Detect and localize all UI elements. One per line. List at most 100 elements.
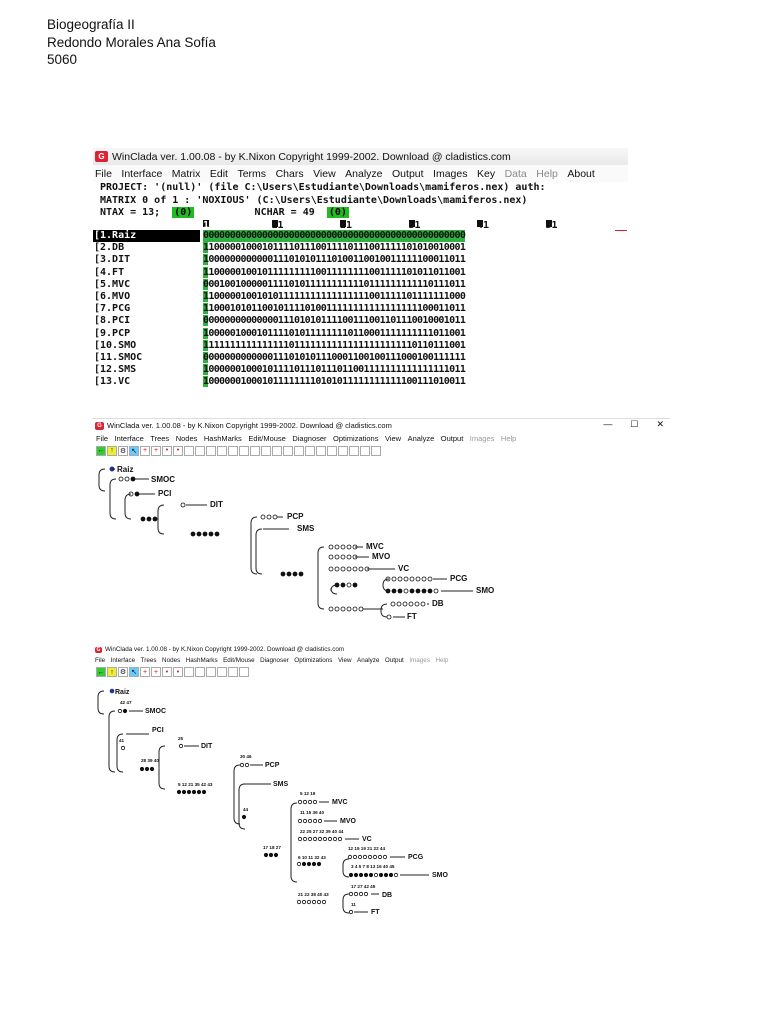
- taxon-name[interactable]: [3.DIT: [94, 254, 131, 266]
- menu-output[interactable]: Output: [392, 167, 424, 180]
- menu-optimizations[interactable]: Optimizations: [333, 433, 379, 443]
- taxon-name[interactable]: [13.VC: [94, 376, 131, 388]
- toolbar-button[interactable]: [228, 445, 238, 456]
- menu-analyze[interactable]: Analyze: [407, 433, 435, 443]
- taxon-name[interactable]: [10.SMO: [94, 339, 137, 351]
- menu-key[interactable]: Key: [476, 167, 496, 180]
- taxon-name[interactable]: [7.PCG: [94, 303, 131, 315]
- toolbar-button[interactable]: [184, 667, 194, 677]
- menu-edit[interactable]: Edit: [209, 167, 228, 180]
- toolbar-button[interactable]: +: [140, 667, 150, 677]
- menu-file[interactable]: File: [95, 657, 106, 664]
- toolbar-button[interactable]: [338, 445, 348, 456]
- menu-output[interactable]: Output: [440, 433, 464, 443]
- toolbar-button[interactable]: +: [151, 667, 161, 677]
- close-button[interactable]: ✕: [656, 419, 664, 429]
- character-states[interactable]: 1100000100101011111111111111111001111101…: [203, 290, 466, 303]
- menu-file[interactable]: File: [95, 167, 112, 180]
- menu-hashmarks[interactable]: HashMarks: [203, 433, 242, 443]
- taxon-name[interactable]: [9.PCP: [94, 327, 131, 339]
- menu-nodes[interactable]: Nodes: [175, 433, 198, 443]
- toolbar-button[interactable]: •: [173, 667, 183, 677]
- toolbar-button[interactable]: [217, 445, 227, 456]
- taxon-name[interactable]: [6.MVO: [94, 290, 131, 302]
- matrix-row[interactable]: [4.FT 11000001001011111111100111111110011…: [93, 266, 628, 279]
- toolbar-button[interactable]: •: [162, 667, 172, 677]
- toolbar-button[interactable]: [239, 445, 249, 456]
- menu-optimizations[interactable]: Optimizations: [294, 657, 333, 664]
- toolbar-button[interactable]: ↑: [107, 667, 117, 677]
- menu-help[interactable]: Help: [435, 657, 449, 664]
- menu-view[interactable]: View: [337, 657, 352, 664]
- menu-view[interactable]: View: [384, 433, 402, 443]
- menu-trees[interactable]: Trees: [150, 433, 170, 443]
- menu-editmouse[interactable]: Edit/Mouse: [223, 657, 255, 664]
- taxon-name[interactable]: [11.SMOC: [94, 351, 143, 363]
- menu-matrix[interactable]: Matrix: [171, 167, 201, 180]
- toolbar-button[interactable]: [349, 445, 359, 456]
- taxon-name[interactable]: [8.PCI: [94, 315, 131, 327]
- menu-images[interactable]: Images: [469, 433, 495, 443]
- matrix-row[interactable]: [10.SMO 111111111111111101111111111111111…: [93, 339, 628, 352]
- toolbar-button[interactable]: [228, 667, 238, 677]
- toolbar-button[interactable]: ←: [96, 667, 106, 677]
- menu-hashmarks[interactable]: HashMarks: [185, 657, 218, 664]
- taxon-name[interactable]: [1.Raiz: [93, 230, 200, 243]
- menu-help[interactable]: Help: [500, 433, 517, 443]
- matrix-row[interactable]: [7.PCG 1100010101100101111010011111111111…: [93, 303, 628, 315]
- toolbar-button[interactable]: ↑: [107, 445, 117, 456]
- character-states[interactable]: 1100000100010111101110011110111001111101…: [203, 242, 466, 254]
- toolbar-button[interactable]: ↖: [129, 445, 139, 456]
- character-states[interactable]: 1100010101100101111010011111111111111111…: [203, 303, 466, 315]
- matrix-row[interactable]: [13.VC 1000000100010111111110101011111111…: [93, 376, 628, 388]
- toolbar-button[interactable]: [261, 445, 271, 456]
- toolbar-button[interactable]: [217, 667, 227, 677]
- toolbar-button[interactable]: [305, 445, 315, 456]
- toolbar-button[interactable]: [239, 667, 249, 677]
- character-states[interactable]: 1000001000101111010111111110110001111111…: [203, 327, 466, 340]
- menu-interface[interactable]: Interface: [110, 657, 136, 664]
- menu-terms[interactable]: Terms: [237, 167, 267, 180]
- toolbar-button[interactable]: ←: [96, 445, 106, 456]
- toolbar-button[interactable]: [206, 667, 216, 677]
- toolbar-button[interactable]: ⚙: [118, 667, 128, 677]
- maximize-button[interactable]: ☐: [630, 419, 639, 429]
- taxon-name[interactable]: [4.FT: [94, 266, 125, 278]
- menu-interface[interactable]: Interface: [121, 167, 163, 180]
- toolbar-button[interactable]: [195, 445, 205, 456]
- minimize-button[interactable]: —: [603, 419, 613, 429]
- toolbar-button[interactable]: [272, 445, 282, 456]
- character-states[interactable]: 1100000100101111111110011111111001111101…: [203, 266, 466, 279]
- toolbar-button[interactable]: [294, 445, 304, 456]
- toolbar-button[interactable]: ⚙: [118, 445, 128, 456]
- character-states[interactable]: 1000000100010111111110101011111111111100…: [203, 376, 466, 388]
- menu-output[interactable]: Output: [384, 657, 404, 664]
- menu-analyze[interactable]: Analyze: [345, 167, 383, 180]
- menu-editmouse[interactable]: Edit/Mouse: [248, 433, 286, 443]
- matrix-row[interactable]: [2.DB 11000001000101111011100111101110011…: [93, 242, 628, 254]
- character-states[interactable]: 1111111111111111011111111111111111111110…: [203, 339, 466, 352]
- character-states[interactable]: 0000000000000000000000000000000000000000…: [203, 230, 466, 243]
- menu-diagnoser[interactable]: Diagnoser: [292, 433, 327, 443]
- toolbar-button[interactable]: [316, 445, 326, 456]
- menu-diagnoser[interactable]: Diagnoser: [260, 657, 289, 664]
- toolbar-button[interactable]: +: [140, 445, 150, 456]
- matrix-row[interactable]: [9.PCP 1000001000101111010111111110110001…: [93, 327, 628, 340]
- toolbar-button[interactable]: [184, 445, 194, 456]
- taxon-name[interactable]: [12.SMS: [94, 364, 137, 376]
- taxon-name[interactable]: [2.DB: [94, 242, 125, 254]
- character-states[interactable]: 0001001000001111010111111111110111111111…: [203, 278, 466, 291]
- matrix-row[interactable]: [6.MVO 1100000100101011111111111111111001…: [93, 290, 628, 303]
- menu-interface[interactable]: Interface: [114, 433, 144, 443]
- menu-file[interactable]: File: [96, 433, 109, 443]
- menu-trees[interactable]: Trees: [140, 657, 157, 664]
- toolbar-button[interactable]: +: [151, 445, 161, 456]
- toolbar-button[interactable]: [327, 445, 337, 456]
- menu-help[interactable]: Help: [536, 167, 558, 180]
